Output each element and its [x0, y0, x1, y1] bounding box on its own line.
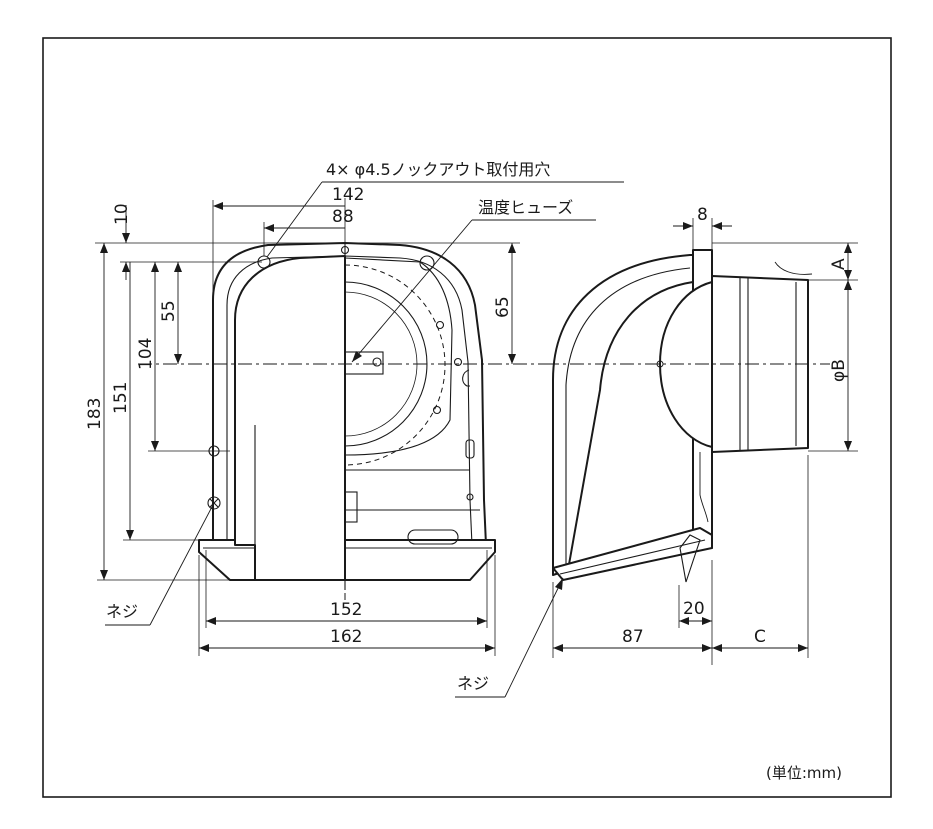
- front-view: [138, 242, 545, 600]
- dim-104-arrow-1: [151, 262, 159, 272]
- dim-B-arrow-1: [844, 280, 852, 290]
- dim-label-65: 65: [493, 296, 513, 318]
- dim-A-arrow-1: [844, 243, 852, 253]
- dim-20-arrow-1: [679, 617, 689, 625]
- dim-B-arrow-2: [844, 441, 852, 451]
- leader-screw-side-line: [504, 577, 564, 698]
- dim-label-87: 87: [622, 627, 644, 647]
- dim-label-88: 88: [332, 207, 354, 227]
- label-knockout-holes: 4× φ4.5ノックアウト取付用穴: [326, 160, 550, 179]
- thermal-fuse-hole: [372, 357, 382, 367]
- dim-55-arrow-2: [174, 354, 182, 364]
- front-right-tab: [465, 439, 475, 459]
- side-view: [545, 249, 830, 665]
- front-body-inner: [226, 255, 473, 546]
- dim-label-152: 152: [330, 600, 362, 620]
- dim-label-8: 8: [697, 205, 708, 225]
- side-chain: [699, 452, 709, 523]
- dim-label-183: 183: [85, 398, 105, 430]
- label-screw-side: ネジ: [457, 674, 489, 693]
- label-screw-front: ネジ: [106, 602, 138, 621]
- front-base-slot: [407, 529, 459, 545]
- dim-8-arrow-2: [712, 222, 722, 230]
- text-labels: 4× φ4.5ノックアウト取付用穴 温度ヒューズ ネジ ネジ (単位:mm) 1…: [85, 160, 849, 782]
- front-screw-outer: [207, 496, 221, 510]
- dim-10-arrow-2: [122, 262, 130, 272]
- label-unit: (単位:mm): [766, 764, 842, 782]
- side-bottom-tray: [552, 527, 713, 581]
- dim-20-arrow-2: [702, 617, 712, 625]
- dim-10-arrow-1: [122, 233, 130, 243]
- front-inner-frame: [345, 469, 480, 511]
- dim-65-arrow-1: [508, 243, 516, 253]
- dim-A-arrow-2: [844, 270, 852, 280]
- dim-87-arrow-1: [553, 644, 563, 652]
- dim-C-arrow-2: [798, 644, 808, 652]
- leader-fuse-line: [351, 219, 473, 363]
- side-dome: [659, 281, 713, 448]
- dim-label-phiB: φB: [829, 359, 849, 382]
- dim-label-20: 20: [683, 599, 705, 619]
- dim-183-arrow-2: [100, 570, 108, 580]
- dim-65-arrow-2: [508, 354, 516, 364]
- dim-label-C: C: [754, 627, 766, 647]
- dim-label-142: 142: [332, 185, 364, 205]
- side-tray-line: [559, 539, 706, 575]
- dim-87-arrow-2: [702, 644, 712, 652]
- dim-C-arrow-1: [712, 644, 722, 652]
- front-right-notch: [462, 369, 470, 387]
- dim-label-10: 10: [112, 203, 132, 225]
- dim-104-arrow-2: [151, 441, 159, 451]
- dim-162-arrow-1: [199, 644, 209, 652]
- dim-88-arrow: [264, 224, 274, 232]
- hole-right-1: [453, 357, 463, 367]
- drawing-frame: [42, 37, 892, 798]
- front-hood: [234, 255, 346, 581]
- front-shutter-dashed: [344, 264, 446, 466]
- leader-knockout-line: [266, 181, 323, 258]
- side-tray-hook: [679, 534, 701, 583]
- dim-label-104: 104: [136, 338, 156, 370]
- leader-lines: [105, 181, 624, 698]
- dim-152-arrow-2: [477, 617, 487, 625]
- dim-151-arrow: [126, 530, 134, 540]
- leader-screw-side-arrow: [555, 578, 563, 590]
- side-hood-inner: [565, 267, 691, 575]
- dim-55-arrow-1: [174, 262, 182, 272]
- dim-162-arrow-2: [485, 644, 495, 652]
- hole-right-3: [435, 320, 445, 330]
- dimension-lines: [95, 198, 858, 658]
- dim-label-151: 151: [111, 382, 131, 414]
- dim-142-arrow: [213, 202, 223, 210]
- dim-label-162: 162: [330, 627, 362, 647]
- hole-right-4: [466, 493, 474, 501]
- front-flange: [344, 257, 453, 456]
- hole-right-2: [432, 405, 442, 415]
- leader-fuse-arrow: [352, 351, 362, 362]
- dim-152-arrow-1: [206, 617, 216, 625]
- side-cord: [774, 261, 813, 275]
- dim-8-arrow-1: [683, 222, 693, 230]
- dim-183-arrow-1: [100, 243, 108, 253]
- dim-label-55: 55: [159, 300, 179, 322]
- dim-label-A: A: [829, 258, 849, 270]
- side-duct: [711, 275, 809, 453]
- leader-screw-front-line: [149, 502, 215, 626]
- label-thermal-fuse: 温度ヒューズ: [478, 198, 573, 217]
- knockout-hole-top-right: [419, 255, 435, 271]
